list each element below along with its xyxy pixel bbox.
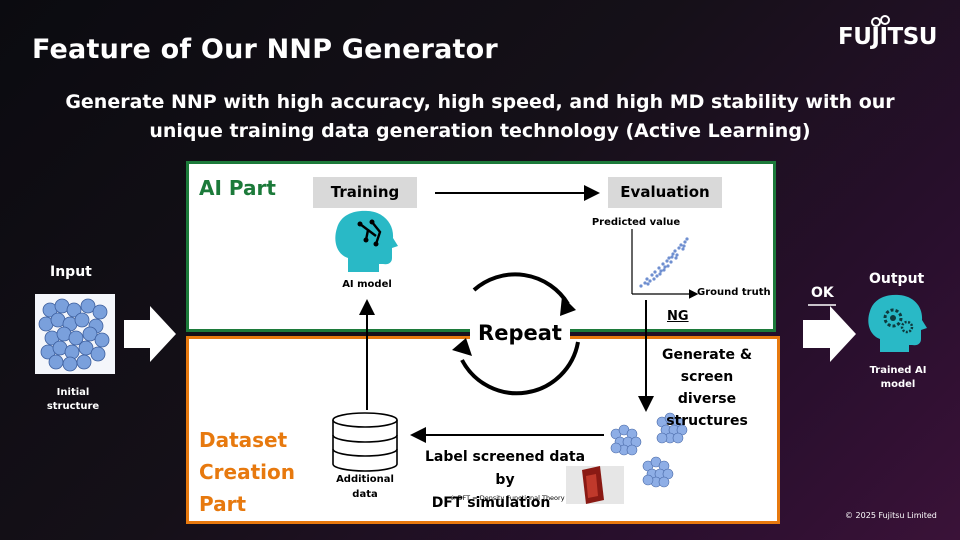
predicted-value-label: Predicted value bbox=[591, 217, 681, 228]
label-screened-data: Label screened data by DFT simulation bbox=[415, 446, 595, 515]
generate-line-3: structures bbox=[666, 413, 748, 429]
molecule-cluster-icons bbox=[610, 412, 688, 488]
additional-line-1: Additional bbox=[336, 474, 394, 485]
ng-label: NG bbox=[667, 309, 689, 324]
repeat-label: Repeat bbox=[478, 321, 562, 345]
slide-title: Feature of Our NNP Generator bbox=[32, 34, 498, 65]
ai-model-label: AI model bbox=[342, 279, 392, 290]
training-label: Training bbox=[313, 177, 417, 208]
cycle-arrow-icon bbox=[452, 272, 580, 396]
output-caption-line-2: model bbox=[880, 379, 916, 390]
output-arrow bbox=[803, 306, 856, 362]
initial-structure-icon bbox=[35, 294, 115, 374]
ai-brain-head-icon bbox=[335, 210, 398, 272]
input-caption-line-1: Initial bbox=[56, 387, 90, 398]
additional-line-2: data bbox=[352, 489, 378, 500]
fujitsu-infinity-icon bbox=[871, 15, 890, 27]
dataset-title-line-1: Dataset bbox=[199, 428, 288, 452]
output-label: Output bbox=[869, 271, 925, 287]
evaluation-label: Evaluation bbox=[608, 177, 722, 208]
input-arrow bbox=[124, 306, 176, 362]
ai-part-title: AI Part bbox=[199, 176, 276, 200]
input-caption-line-2: structure bbox=[46, 401, 100, 412]
subtitle-line-1: Generate NNP with high accuracy, high sp… bbox=[65, 91, 895, 113]
database-icon bbox=[332, 412, 398, 472]
gear-head-icon bbox=[868, 294, 927, 352]
dft-footnote: ※ DFT = Density Functional Theory bbox=[450, 494, 565, 502]
subtitle: Generate NNP with high accuracy, high sp… bbox=[30, 88, 930, 146]
copyright: © 2025 Fujitsu Limited bbox=[845, 511, 937, 520]
label-line-2: DFT simulation bbox=[431, 495, 551, 511]
output-caption-line-1: Trained AI bbox=[869, 365, 927, 376]
ground-truth-label: Ground truth bbox=[697, 287, 771, 298]
input-caption: Initial structure bbox=[36, 386, 110, 414]
dataset-title-line-3: Part bbox=[199, 492, 247, 516]
ok-label: OK bbox=[811, 285, 834, 301]
generate-screen-label: Generate & screen diverse structures bbox=[650, 344, 764, 432]
input-label: Input bbox=[50, 264, 92, 280]
repeat-label-bg bbox=[470, 320, 570, 350]
subtitle-line-2: unique training data generation technolo… bbox=[149, 120, 811, 142]
fujitsu-logo: FUJITSU bbox=[838, 24, 937, 50]
supercomputer-icon bbox=[566, 466, 624, 504]
dataset-title-line-2: Creation bbox=[199, 460, 295, 484]
additional-data-label: Additional data bbox=[328, 472, 402, 502]
parity-scatter-plot bbox=[631, 229, 699, 299]
generate-line-1: Generate & bbox=[661, 347, 753, 363]
output-caption: Trained AI model bbox=[860, 364, 936, 392]
generate-line-2: screen diverse bbox=[677, 369, 737, 407]
label-line-1: Label screened data by bbox=[424, 449, 586, 488]
dataset-part-title: Dataset Creation Part bbox=[199, 424, 295, 520]
